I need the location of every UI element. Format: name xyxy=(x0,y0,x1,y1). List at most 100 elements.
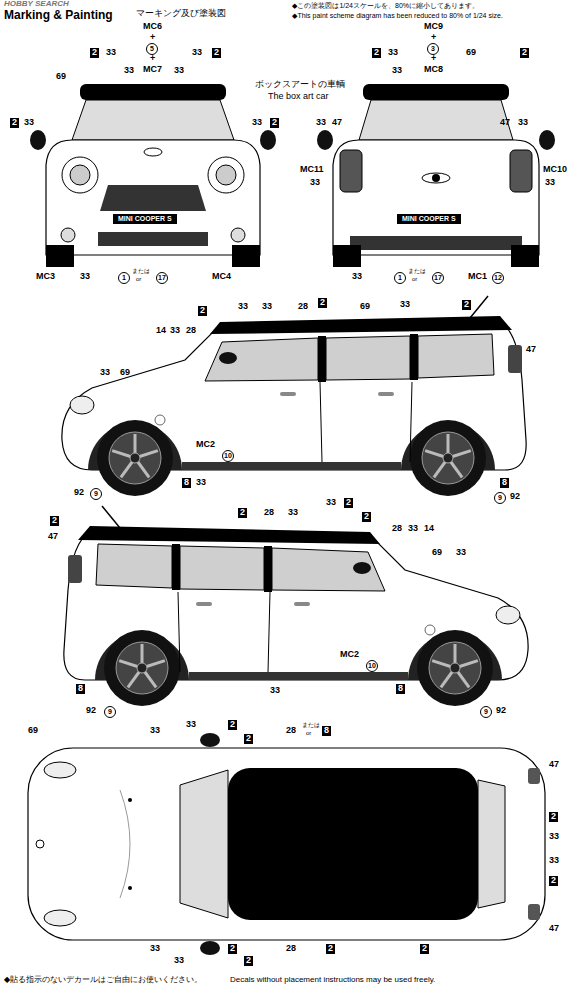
boxed-callout: 2 xyxy=(228,720,237,730)
circled-callout: 10 xyxy=(222,450,234,462)
boxed-callout: 2 xyxy=(549,812,558,822)
callout-number: 33 xyxy=(252,118,262,128)
boxed-callout: 2 xyxy=(326,944,335,954)
callout-number: MC6 xyxy=(143,22,162,32)
callout-number: 28 xyxy=(186,326,196,336)
or-note: or xyxy=(412,276,417,283)
callout-number: 33 xyxy=(124,66,134,76)
callout-number: 28 xyxy=(286,726,296,736)
usage-note: Decals without placement instructions ma… xyxy=(230,976,435,985)
boxed-callout: 2 xyxy=(270,118,279,128)
callout-number: MC3 xyxy=(36,272,55,282)
or-note: または xyxy=(132,268,150,275)
caption-text: ボックスアートの車輌 xyxy=(255,80,345,90)
or-note: または xyxy=(408,268,426,275)
callout-number: 33 xyxy=(196,478,206,488)
callout-number: 33 xyxy=(388,48,398,58)
boxed-callout: 2 xyxy=(362,512,371,522)
callout-number: 33 xyxy=(262,302,272,312)
boxed-callout: 2 xyxy=(50,516,59,526)
license-plate: MINI COOPER S xyxy=(397,214,461,224)
callout-number: 33 xyxy=(150,726,160,736)
boxed-callout: 2 xyxy=(344,498,353,508)
callout-number: 69 xyxy=(120,368,130,378)
callout-number: 28 xyxy=(392,524,402,534)
callout-number: 33 xyxy=(106,48,116,58)
or-note: または xyxy=(302,722,320,729)
callout-number: 69 xyxy=(56,72,66,82)
callout-number: 33 xyxy=(545,178,555,188)
circled-callout: 17 xyxy=(156,272,168,284)
callout-number: 33 xyxy=(352,272,362,282)
callout-number: 69 xyxy=(28,726,38,736)
boxed-callout: 2 xyxy=(420,944,429,954)
callout-number: 92 xyxy=(510,492,520,502)
callout-number: 69 xyxy=(466,48,476,58)
callout-number: 33 xyxy=(408,524,418,534)
callout-number: 33 xyxy=(174,956,184,966)
callout-number: 33 xyxy=(316,118,326,128)
callout-number: 28 xyxy=(298,302,308,312)
callout-number: 33 xyxy=(186,720,196,730)
callout-number: 33 xyxy=(150,944,160,954)
boxed-callout: 2 xyxy=(90,48,99,58)
callout-number: + xyxy=(431,54,436,64)
or-note: or xyxy=(136,276,141,283)
callout-number: 33 xyxy=(310,178,320,188)
callout-number: MC4 xyxy=(212,272,231,282)
callout-number: 33 xyxy=(238,302,248,312)
boxed-callout: 8 xyxy=(396,684,405,694)
callout-number: MC2 xyxy=(340,650,359,660)
circled-callout: 9 xyxy=(90,488,102,500)
callout-number: 33 xyxy=(270,686,280,696)
circled-callout: 1 xyxy=(394,272,406,284)
callout-number: + xyxy=(150,54,155,64)
circled-callout: 1 xyxy=(118,272,130,284)
boxed-callout: 2 xyxy=(244,734,253,744)
boxed-callout: 2 xyxy=(238,508,247,518)
callout-number: 33 xyxy=(549,856,559,866)
callout-number: 47 xyxy=(526,345,536,355)
callout-number: 33 xyxy=(549,832,559,842)
boxed-callout: 2 xyxy=(318,298,327,308)
scale-note: ◆This paint scheme diagram has been redu… xyxy=(292,12,503,20)
boxed-callout: 2 xyxy=(228,944,237,954)
circled-callout: 10 xyxy=(366,660,378,672)
boxed-callout: 2 xyxy=(198,306,207,316)
callout-number: 92 xyxy=(86,706,96,716)
callout-number: MC11 xyxy=(300,165,324,175)
boxed-callout: 8 xyxy=(182,478,191,488)
callout-number: MC2 xyxy=(196,440,215,450)
callout-number: 14 xyxy=(424,524,434,534)
callout-number: 69 xyxy=(432,548,442,558)
usage-note: ◆貼る指示のないデカールはご自由にお使いください。 xyxy=(4,976,202,985)
callout-number: 33 xyxy=(518,118,528,128)
boxed-callout: 8 xyxy=(76,684,85,694)
callout-number: MC8 xyxy=(424,65,443,75)
callout-number: 33 xyxy=(170,326,180,336)
callout-number: 33 xyxy=(100,368,110,378)
callout-number: MC9 xyxy=(424,22,443,32)
callout-number: + xyxy=(150,33,155,43)
boxed-callout: 2 xyxy=(372,48,381,58)
callout-number: 47 xyxy=(48,532,58,542)
callout-number: 33 xyxy=(24,118,34,128)
callout-number: 33 xyxy=(174,66,184,76)
boxed-callout: 2 xyxy=(10,118,19,128)
title: Marking & Painting xyxy=(4,9,113,22)
callout-number: 47 xyxy=(549,924,559,934)
circled-callout: 9 xyxy=(104,706,116,718)
circled-callout: 9 xyxy=(494,492,506,504)
callout-number: MC10 xyxy=(543,165,567,175)
callout-number: MC7 xyxy=(143,65,162,75)
callout-number: 28 xyxy=(264,508,274,518)
circled-callout: 9 xyxy=(480,706,492,718)
callout-number: 47 xyxy=(500,118,510,128)
callout-number: 28 xyxy=(286,944,296,954)
callout-number: 33 xyxy=(80,272,90,282)
callout-number: 33 xyxy=(288,508,298,518)
callout-number: 92 xyxy=(74,488,84,498)
boxed-callout: 2 xyxy=(520,48,529,58)
circled-callout: 12 xyxy=(492,272,504,284)
